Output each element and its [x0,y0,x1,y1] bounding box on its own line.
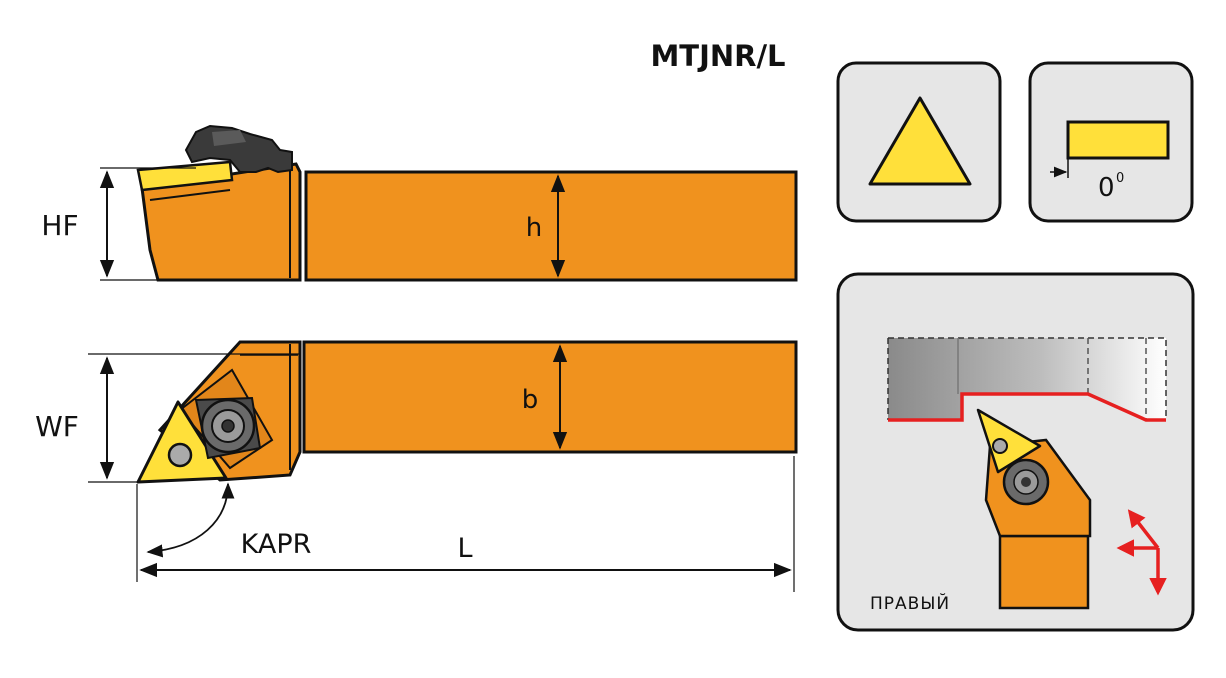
mini-insert [976,408,1042,474]
feed-direction-arrows [1116,509,1167,596]
kapr-arc [146,482,235,558]
top-insert-hole [167,442,193,468]
h-label: h [526,213,542,243]
b-label: b [522,385,539,415]
l-label: L [457,533,472,564]
insert-shape-panel [836,61,1002,223]
top-shank [302,340,798,454]
side-insert [136,160,234,192]
clearance-angle-panel: 0 0 [1028,61,1194,223]
kapr-label: KAPR [241,529,312,560]
cutting-profile-line [888,392,1166,422]
direction-label: ПРАВЫЙ [870,592,950,614]
insert-profile-icon [1066,120,1170,160]
triangle-insert-icon [868,96,972,186]
top-insert [136,400,228,484]
top-view: WF b KAPR L [35,340,798,592]
side-view: HF h [41,124,798,282]
model-title: MTJNR/L [650,39,785,73]
side-head [140,162,302,282]
side-clamp [184,124,293,174]
direction-panel: ПРАВЫЙ [836,272,1195,632]
clearance-angle-value: 0 [1098,173,1115,203]
clearance-angle-unit: 0 [1116,171,1124,186]
hf-label: HF [41,209,78,242]
wf-label: WF [35,410,79,443]
side-shank [304,170,798,282]
